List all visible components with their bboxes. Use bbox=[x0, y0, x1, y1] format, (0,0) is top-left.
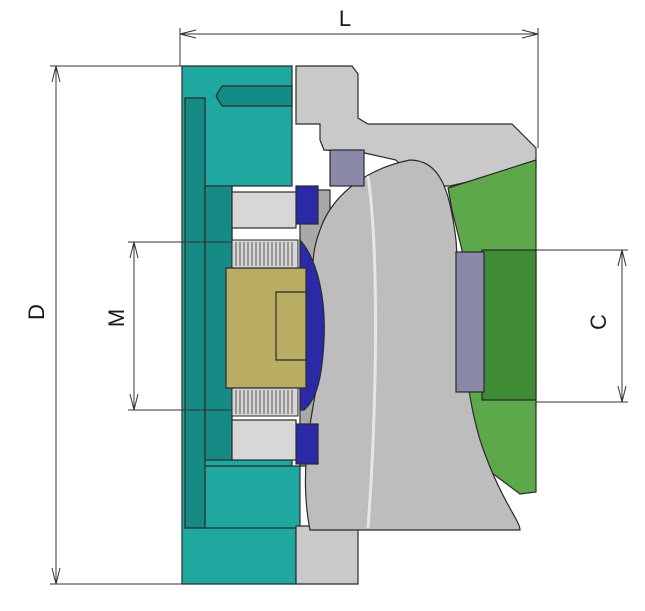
teal-lower-block bbox=[204, 465, 301, 529]
stem-highlight bbox=[366, 175, 378, 529]
lower-thread bbox=[231, 387, 299, 417]
dimension-D: D bbox=[24, 65, 182, 585]
dimension-L: L bbox=[179, 6, 539, 148]
thread-label: M bbox=[104, 309, 129, 327]
thread-body bbox=[231, 387, 299, 417]
dimension-M: M bbox=[104, 241, 232, 411]
dimension-C: C bbox=[536, 249, 628, 403]
nut-step bbox=[275, 291, 307, 361]
clip bbox=[329, 149, 485, 393]
length-label: L bbox=[339, 6, 351, 31]
insert-clip bbox=[455, 251, 485, 393]
lower-seal bbox=[295, 423, 319, 465]
upper-thread bbox=[231, 239, 299, 269]
teal-inner-step bbox=[184, 97, 206, 529]
bore-label: C bbox=[586, 314, 611, 330]
top-clip bbox=[329, 149, 365, 187]
housing-lower bbox=[295, 525, 359, 585]
housing-outer bbox=[295, 65, 537, 187]
thread-body bbox=[231, 239, 299, 269]
lower-bolt-head bbox=[231, 419, 297, 461]
insert-bore bbox=[481, 249, 537, 401]
bolts bbox=[231, 191, 299, 461]
diameter-label: D bbox=[24, 304, 49, 320]
dowel-pin bbox=[215, 85, 293, 107]
olive-nut bbox=[225, 267, 307, 389]
teal-body bbox=[181, 65, 301, 585]
upper-seal bbox=[295, 185, 319, 225]
upper-bolt-head bbox=[231, 191, 297, 229]
